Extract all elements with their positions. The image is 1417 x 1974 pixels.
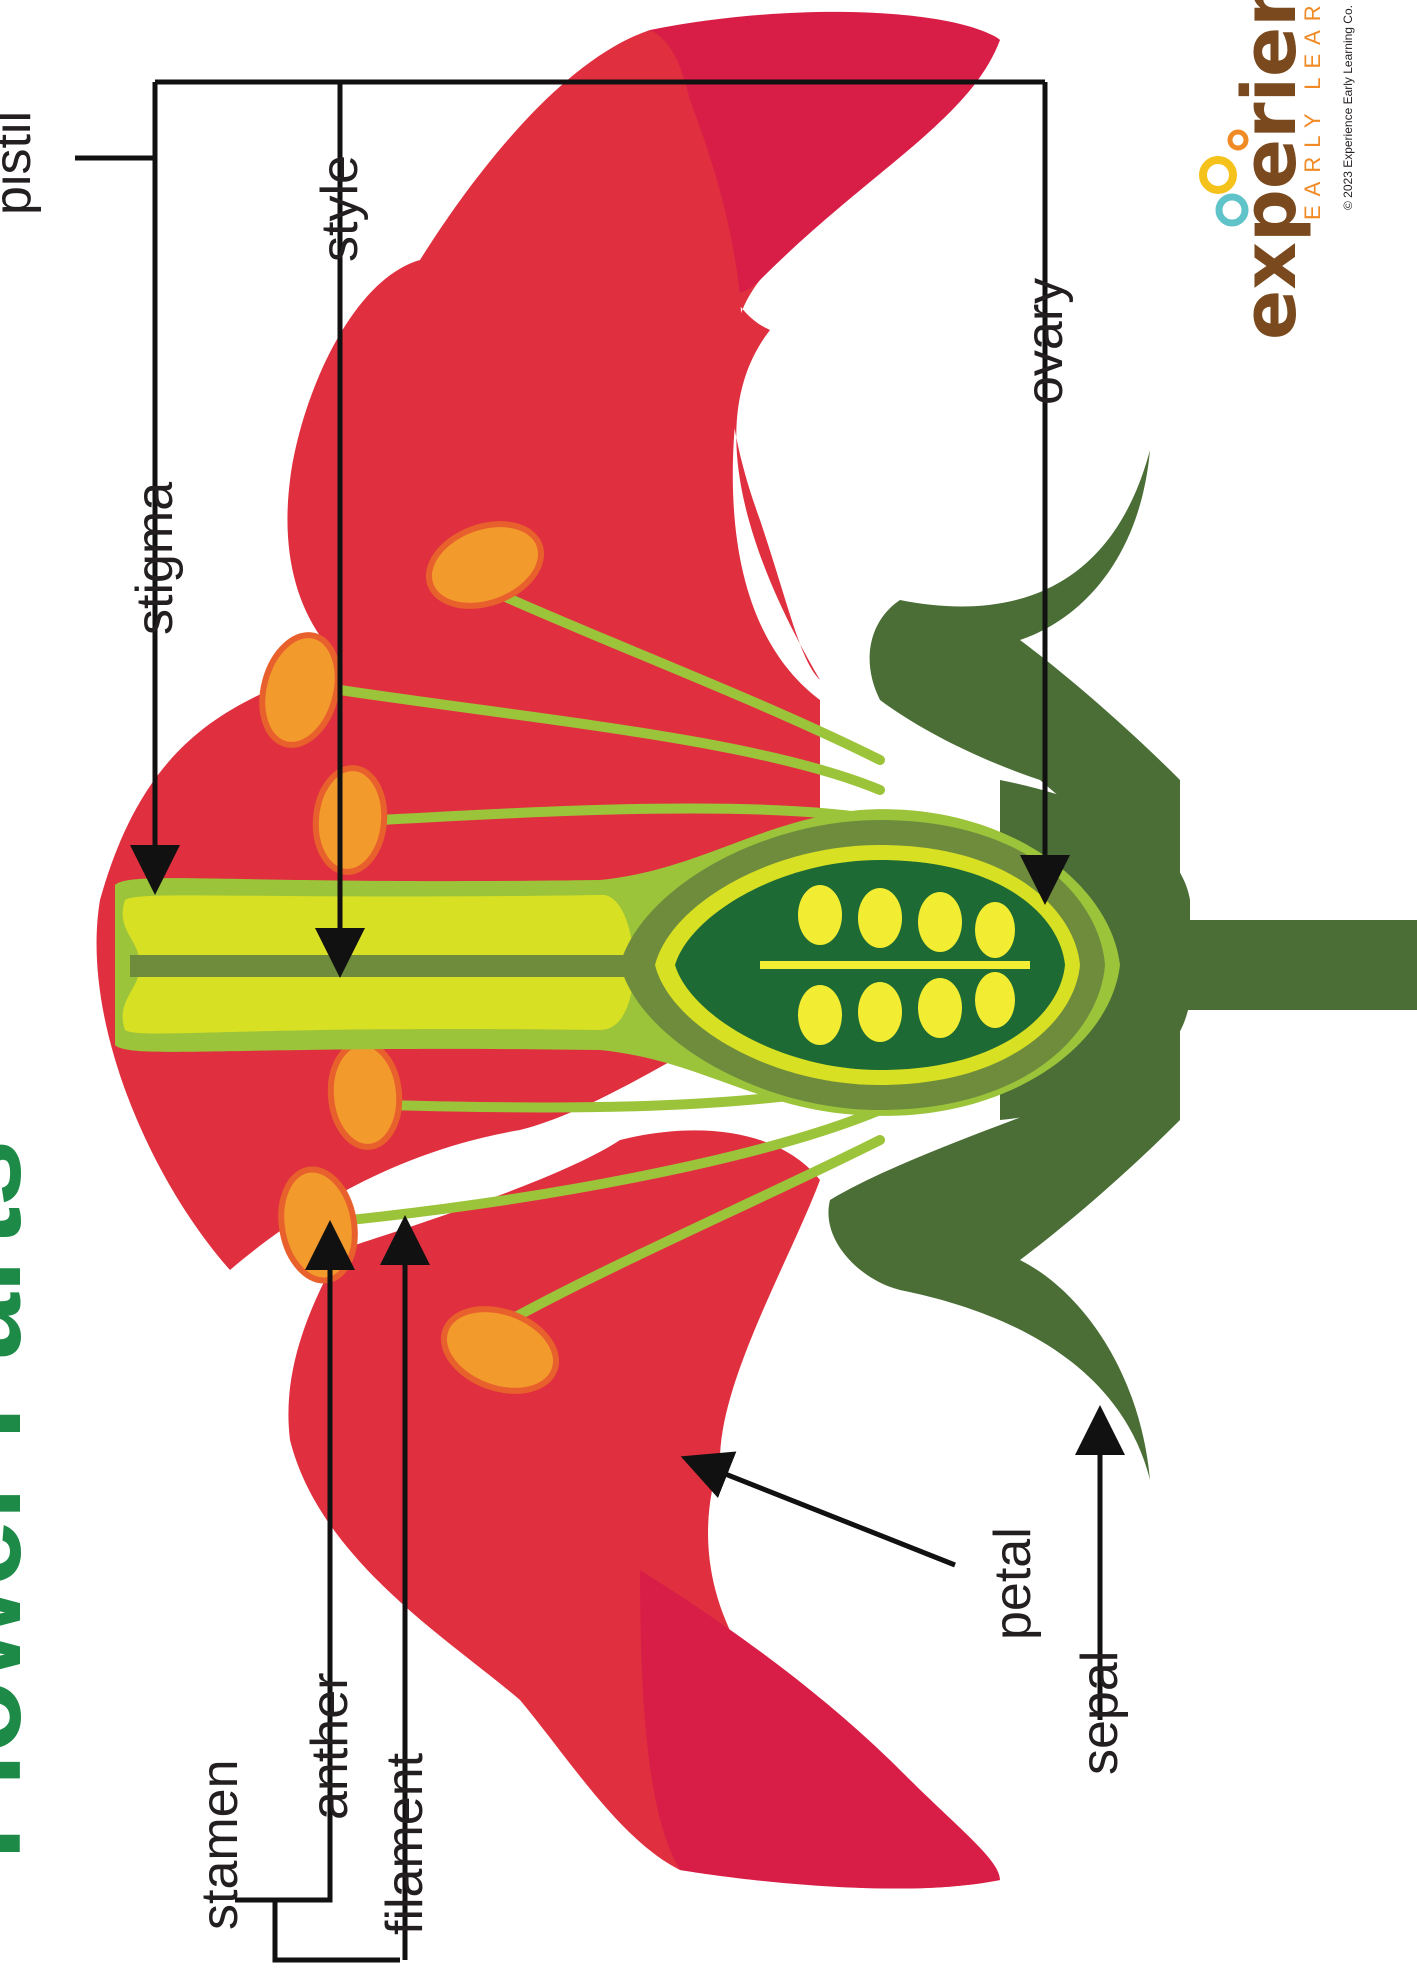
page-title: Flower Parts (0, 1140, 46, 1860)
petal-right-tip (640, 1570, 1000, 1889)
flower-illustration (97, 12, 1417, 1889)
ovule (858, 888, 902, 948)
ovule (798, 985, 842, 1045)
label-style: style (311, 155, 369, 262)
label-stamen: stamen (191, 1759, 249, 1930)
ovule (918, 892, 962, 952)
label-pistil: pistil (0, 111, 42, 215)
copyright: © 2023 Experience Early Learning Co. (1341, 5, 1355, 210)
stem (1150, 920, 1417, 1010)
ovules (760, 885, 1030, 1045)
label-ovary: ovary (1016, 278, 1074, 405)
petal-line (690, 1460, 955, 1565)
label-sepal: sepal (1071, 1651, 1129, 1775)
label-filament: filament (376, 1752, 434, 1935)
ovule (798, 885, 842, 945)
brand-logo: experience EARLY LEARNING © 2023 Experie… (1203, 0, 1355, 340)
label-petal: petal (984, 1527, 1042, 1640)
style (130, 955, 650, 977)
ovule (975, 972, 1015, 1028)
label-stigma: stigma (126, 482, 184, 635)
label-anther: anther (301, 1673, 359, 1820)
petal-left-lobe (97, 30, 820, 1270)
ovule (975, 902, 1015, 958)
ovule (858, 982, 902, 1042)
ovule (918, 978, 962, 1038)
brand-tagline: EARLY LEARNING (1300, 0, 1325, 220)
